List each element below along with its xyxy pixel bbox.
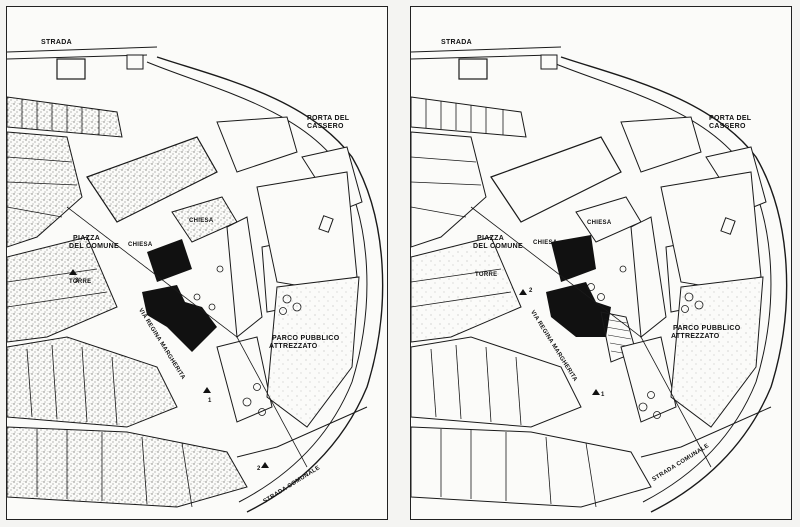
label-strada: STRADA [41, 39, 72, 46]
building-block [490, 136, 622, 223]
row-houses [7, 426, 248, 508]
parco-pubblico-area [266, 276, 360, 428]
label-piazza-line1: PIAZZA [477, 235, 505, 242]
town-wall [156, 56, 384, 513]
building [620, 116, 702, 173]
trees [193, 265, 302, 416]
trees [587, 265, 704, 419]
label-parco-line1: PARCO PUBBLICO [272, 335, 340, 342]
row-houses [411, 96, 527, 138]
row-houses [7, 96, 123, 138]
label-chiesa-upper: CHIESA [189, 218, 214, 224]
label-torre: TORRE [475, 272, 498, 278]
road-edge [66, 206, 308, 468]
pool [318, 215, 334, 233]
marker-3-label: 3 [75, 278, 79, 284]
row-houses [411, 131, 487, 248]
label-parco-line2: ATTREZZATO [269, 343, 318, 350]
viewpoint-marker-3 [69, 269, 77, 275]
town-wall-inner [146, 61, 368, 503]
viewpoint-marker-1 [592, 389, 600, 395]
building [620, 336, 677, 423]
urban-plan-left [7, 46, 384, 513]
map-panel-right: STRADA PORTA DEL CASSERO PIAZZA DEL COMU… [410, 6, 792, 520]
building [126, 54, 144, 70]
label-parco-line1: PARCO PUBBLICO [673, 325, 741, 332]
building [226, 216, 263, 338]
label-chiesa-upper: CHIESA [587, 220, 612, 226]
parcel-lines [7, 99, 193, 508]
strada-comunale-road [236, 406, 368, 458]
row-houses [411, 426, 652, 508]
viewpoint-marker-2 [261, 462, 269, 468]
project-block-2 [142, 285, 217, 352]
label-porta-line1: PORTA DEL [709, 115, 752, 122]
marker-2-label: 2 [257, 466, 261, 472]
row-houses [7, 336, 178, 428]
row-houses [7, 236, 118, 343]
building [540, 54, 558, 70]
building [630, 216, 667, 338]
road-edge [470, 206, 712, 468]
label-strada: STRADA [441, 39, 472, 46]
label-porta-line1: PORTA DEL [307, 115, 350, 122]
label-porta-line2: CASSERO [709, 123, 746, 130]
label-torre: TORRE [69, 279, 92, 285]
building [216, 336, 273, 423]
town-wall-inner [550, 61, 772, 503]
marker-1-label: 1 [601, 392, 605, 398]
building [216, 116, 298, 173]
row-houses [411, 336, 582, 428]
marker-1-label: 1 [208, 398, 212, 404]
building [458, 58, 488, 80]
viewpoint-marker-1 [203, 387, 211, 393]
label-chiesa-lower: CHIESA [128, 242, 153, 248]
project-block-1 [147, 239, 192, 282]
building [56, 58, 86, 80]
project-block-1 [551, 235, 596, 282]
label-piazza-line1: PIAZZA [73, 235, 101, 242]
marker-2-label: 2 [529, 288, 533, 294]
urban-plan-right [411, 46, 788, 513]
strada-top [411, 46, 562, 60]
pool [720, 217, 736, 235]
label-chiesa-lower: CHIESA [533, 240, 558, 246]
label-parco-line2: ATTREZZATO [671, 333, 720, 340]
town-wall [560, 56, 788, 513]
parcel-lines [411, 99, 597, 508]
viewpoint-marker-2 [519, 289, 527, 295]
parco-pubblico-area [670, 276, 764, 428]
strada-comunale-road [640, 406, 772, 458]
label-piazza-line2: DEL COMUNE [473, 243, 523, 250]
building-block [86, 136, 218, 223]
label-piazza-line2: DEL COMUNE [69, 243, 119, 250]
map-panel-left: STRADA PORTA DEL CASSERO PIAZZA DEL COMU… [6, 6, 388, 520]
row-houses [411, 236, 522, 343]
project-block-2 [546, 282, 611, 337]
label-porta-line2: CASSERO [307, 123, 344, 130]
row-houses [7, 131, 83, 248]
strada-top [7, 46, 158, 60]
